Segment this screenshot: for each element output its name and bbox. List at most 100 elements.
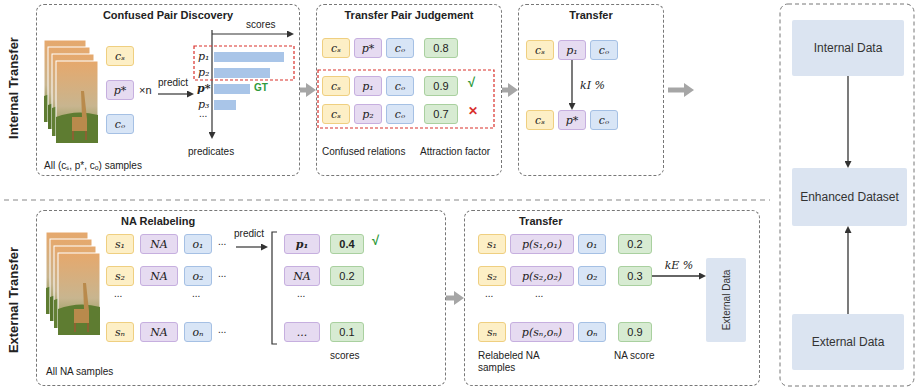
- predict-arrow: [158, 93, 187, 94]
- object-token: o₁: [184, 234, 212, 254]
- predicate-token: p*: [106, 80, 134, 100]
- node-label: cₒ: [395, 108, 405, 121]
- node-label: p*: [566, 114, 579, 127]
- predicate-token: NA: [140, 234, 178, 254]
- node-label: sₙ: [115, 326, 125, 339]
- annotation-label: All NA samples: [46, 366, 113, 378]
- annotation-label: ✕: [468, 104, 478, 118]
- score-chip: 0.4: [330, 234, 364, 254]
- subject-token: cₛ: [322, 104, 350, 124]
- predicate-token: p₁: [284, 234, 320, 254]
- node-label: o₁: [192, 238, 203, 251]
- predicate-token: NA: [284, 266, 320, 286]
- predicate-token: p₁: [558, 40, 586, 60]
- connector-arrow: [847, 76, 848, 161]
- score-bar: [214, 52, 284, 62]
- node-label: p(s₂,o₂): [522, 270, 562, 283]
- predicate-token: NA: [140, 322, 178, 342]
- node-label: p₁: [566, 44, 577, 57]
- node-label: 0.1: [339, 326, 354, 338]
- score-bar: [214, 84, 250, 94]
- axis-arrow: [211, 30, 212, 132]
- subject-token: s₁: [106, 234, 134, 254]
- object-token: cₒ: [386, 76, 414, 96]
- node-label: cₛ: [331, 108, 341, 121]
- annotation-label: NA score: [614, 350, 655, 362]
- node-label: s₂: [487, 270, 497, 283]
- node-label: ...: [297, 326, 308, 339]
- annotation-label: GT: [254, 82, 268, 94]
- node-label: cₛ: [331, 80, 341, 93]
- node-label: NA: [150, 238, 168, 251]
- score-bar-chart: [194, 30, 294, 132]
- connector-arrow: [571, 60, 572, 103]
- section-divider: [4, 199, 770, 200]
- predicate-token: p(s₁,o₁): [510, 234, 574, 254]
- annotation-label: ...: [218, 236, 226, 248]
- node-label: s₂: [115, 270, 125, 283]
- flow-arrow: [300, 88, 306, 93]
- node-label: s₁: [115, 238, 125, 251]
- annotation-label: Attraction factor: [420, 146, 490, 158]
- flow-arrow: [668, 88, 684, 93]
- node-label: cₒ: [599, 114, 609, 127]
- object-token: cₒ: [386, 104, 414, 124]
- node-label: cₛ: [535, 44, 545, 57]
- node-label: 0.2: [627, 238, 642, 250]
- photo-stack: [46, 232, 100, 335]
- output-container: [780, 4, 914, 386]
- annotation-label: ...: [485, 288, 493, 300]
- highlight-box: [318, 70, 494, 128]
- annotation-label: ...: [218, 324, 226, 336]
- score-chip: 0.7: [424, 104, 458, 124]
- annotation-label: √: [372, 233, 379, 249]
- node-label: NA: [293, 270, 311, 283]
- node-label: cₛ: [115, 50, 125, 63]
- annotation-label: ...: [297, 288, 305, 300]
- flow-arrow: [502, 88, 508, 93]
- data-box: External Data: [706, 258, 746, 342]
- node-label: cₒ: [395, 42, 405, 55]
- section-label: Internal Transfer: [6, 37, 22, 139]
- node-label: o₁: [586, 238, 597, 251]
- annotation-label: p*: [197, 82, 210, 95]
- object-token: cₒ: [386, 38, 414, 58]
- predict-arrow: [236, 246, 261, 247]
- predicate-token: p₁: [354, 76, 382, 96]
- object-token: oₙ: [184, 322, 212, 342]
- score-chip: 0.1: [330, 322, 364, 342]
- node-label: o₂: [192, 270, 203, 283]
- predicate-token: p*: [558, 110, 586, 130]
- annotation-label: All (cₛ, p*, cₒ) samples: [44, 160, 142, 172]
- subject-token: s₂: [106, 266, 134, 286]
- node-label: p*: [362, 42, 375, 55]
- panel-title: Transfer: [519, 9, 663, 21]
- connector-arrow: [847, 233, 848, 314]
- photo-thumbnail: [58, 253, 100, 335]
- node-label: 0.3: [627, 270, 642, 282]
- object-token: cₒ: [106, 114, 134, 134]
- subject-token: cₛ: [322, 76, 350, 96]
- data-box: External Data: [792, 314, 904, 370]
- annotation-label: predict: [158, 77, 188, 89]
- node-label: cₛ: [535, 114, 545, 127]
- data-box: Internal Data: [792, 20, 904, 76]
- subject-token: sₙ: [106, 322, 134, 342]
- node-label: 0.8: [433, 42, 448, 54]
- node-label: External Data: [721, 270, 732, 331]
- panel-title: Transfer Pair Judgement: [317, 9, 501, 21]
- node-label: p₁: [362, 80, 373, 93]
- node-label: s₁: [487, 238, 497, 251]
- panel-title: Transfer: [465, 215, 759, 227]
- object-token: o₁: [578, 234, 606, 254]
- object-token: oₙ: [578, 322, 606, 342]
- annotation-label: predict: [234, 228, 264, 240]
- node-label: p(sₙ,oₙ): [522, 326, 562, 339]
- node-label: Internal Data: [810, 41, 887, 55]
- score-chip: 0.2: [330, 266, 364, 286]
- predicate-token: ...: [284, 322, 320, 342]
- node-label: cₛ: [331, 42, 341, 55]
- annotation-label: √: [468, 75, 475, 91]
